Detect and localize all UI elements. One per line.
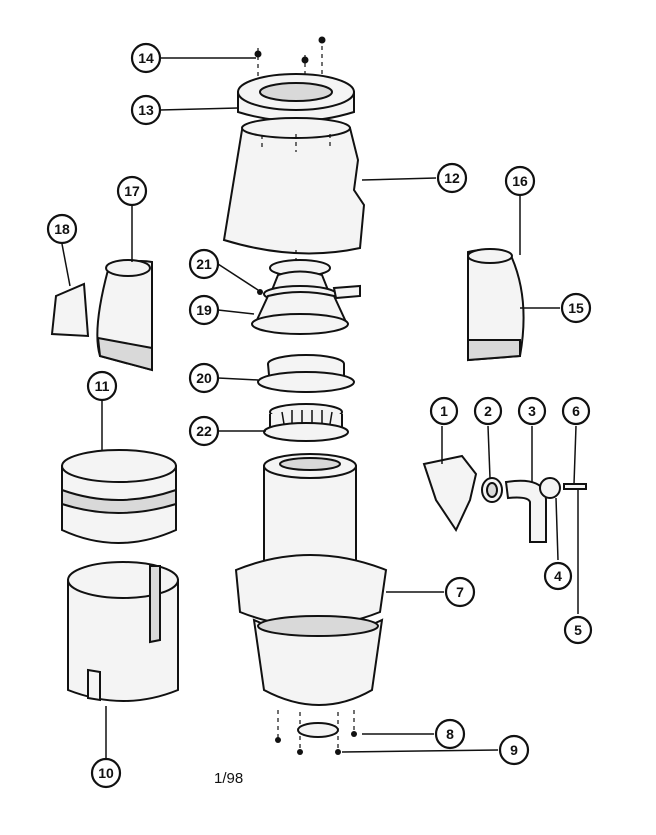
callout-10-label: 10 [98, 765, 114, 781]
main-body [234, 453, 388, 752]
callout-20-label: 20 [196, 370, 212, 386]
callout-7: 7 [444, 576, 476, 608]
callout-19: 19 [188, 294, 220, 326]
callout-18: 18 [46, 213, 78, 245]
callout-22-label: 22 [196, 423, 212, 439]
backup-flange [257, 354, 355, 393]
callout-15: 15 [560, 292, 592, 324]
callout-22: 22 [188, 415, 220, 447]
top-collar [237, 73, 355, 122]
callout-13-label: 13 [138, 102, 154, 118]
mounting-ring-assembly [251, 259, 361, 335]
callout-14: 14 [130, 42, 162, 74]
callout-21-label: 21 [196, 256, 212, 272]
callout-6: 6 [561, 396, 591, 426]
sound-shell-bottom [67, 561, 179, 702]
left-sleeve [96, 259, 153, 372]
right-sleeve [467, 248, 525, 362]
callout-5: 5 [563, 615, 593, 645]
leader-lines [61, 57, 579, 758]
callout-1-label: 1 [440, 403, 448, 419]
callout-13: 13 [130, 94, 162, 126]
callout-12: 12 [436, 162, 468, 194]
callout-5-label: 5 [574, 622, 582, 638]
bottom-plate [275, 722, 357, 755]
drain-fittings [422, 454, 587, 543]
callout-8-label: 8 [446, 726, 454, 742]
page-stamp: 1/98 [214, 770, 244, 787]
callout-11-label: 11 [95, 378, 110, 394]
stopper-piece [50, 282, 90, 338]
callout-15-label: 15 [568, 300, 584, 316]
callout-20: 20 [188, 362, 220, 394]
callout-19-label: 19 [196, 302, 212, 318]
callout-16-label: 16 [512, 173, 528, 189]
callout-1: 1 [429, 396, 459, 426]
callout-8: 8 [434, 718, 466, 750]
callout-2-label: 2 [484, 403, 492, 419]
callout-6-label: 6 [572, 403, 580, 419]
callout-4: 4 [543, 561, 573, 591]
callout-12-label: 12 [444, 170, 460, 186]
callout-3: 3 [517, 396, 547, 426]
callout-3-label: 3 [528, 403, 536, 419]
cushion-ring [263, 403, 349, 442]
callout-17: 17 [116, 175, 148, 207]
callout-17-label: 17 [124, 183, 140, 199]
callout-16: 16 [504, 165, 536, 197]
callout-9-label: 9 [510, 742, 518, 758]
callout-2: 2 [473, 396, 503, 426]
callout-7-label: 7 [456, 584, 464, 600]
callout-4-label: 4 [554, 568, 562, 584]
callout-14-label: 14 [138, 50, 154, 66]
callout-21: 21 [188, 248, 220, 280]
callout-18-label: 18 [54, 221, 70, 237]
callout-10: 10 [90, 757, 122, 789]
callout-11: 11 [86, 370, 118, 402]
sound-shell-top [61, 449, 177, 544]
top-housing [222, 117, 366, 268]
callout-9: 9 [498, 734, 530, 766]
